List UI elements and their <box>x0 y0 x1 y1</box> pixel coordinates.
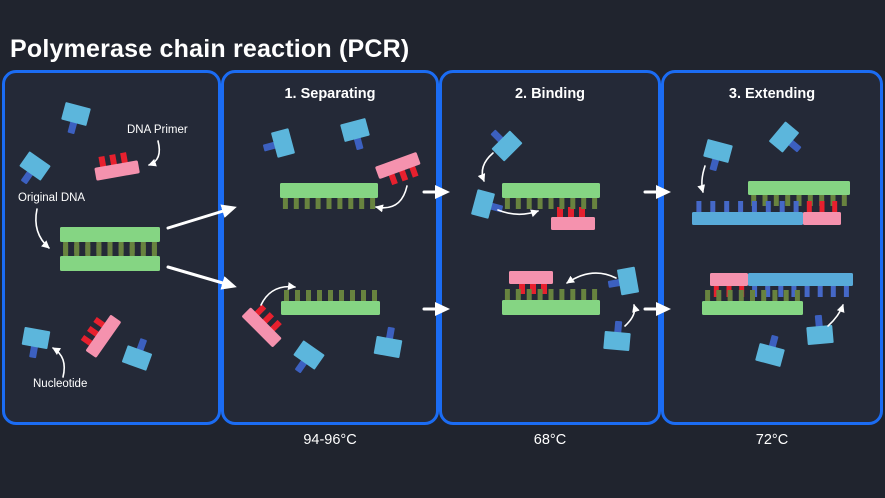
temperature-separating: 94-96°C <box>303 432 357 448</box>
step-title-separating: 1. Separating <box>284 86 376 102</box>
temperature-extending: 72°C <box>755 432 789 448</box>
panel-original-dna <box>2 70 221 425</box>
step-title-binding: 2. Binding <box>514 86 586 102</box>
label-original-dna: Original DNA <box>18 192 86 204</box>
step-title-extending: 3. Extending <box>728 86 816 102</box>
page-title: Polymerase chain reaction (PCR) <box>10 34 410 63</box>
temperature-binding: 68°C <box>533 432 567 448</box>
panel-separating <box>221 70 439 425</box>
panel-extending <box>661 70 883 425</box>
label-dna-primer: DNA Primer <box>127 124 188 136</box>
label-nucleotide: Nucleotide <box>33 378 88 390</box>
panel-binding <box>439 70 661 425</box>
